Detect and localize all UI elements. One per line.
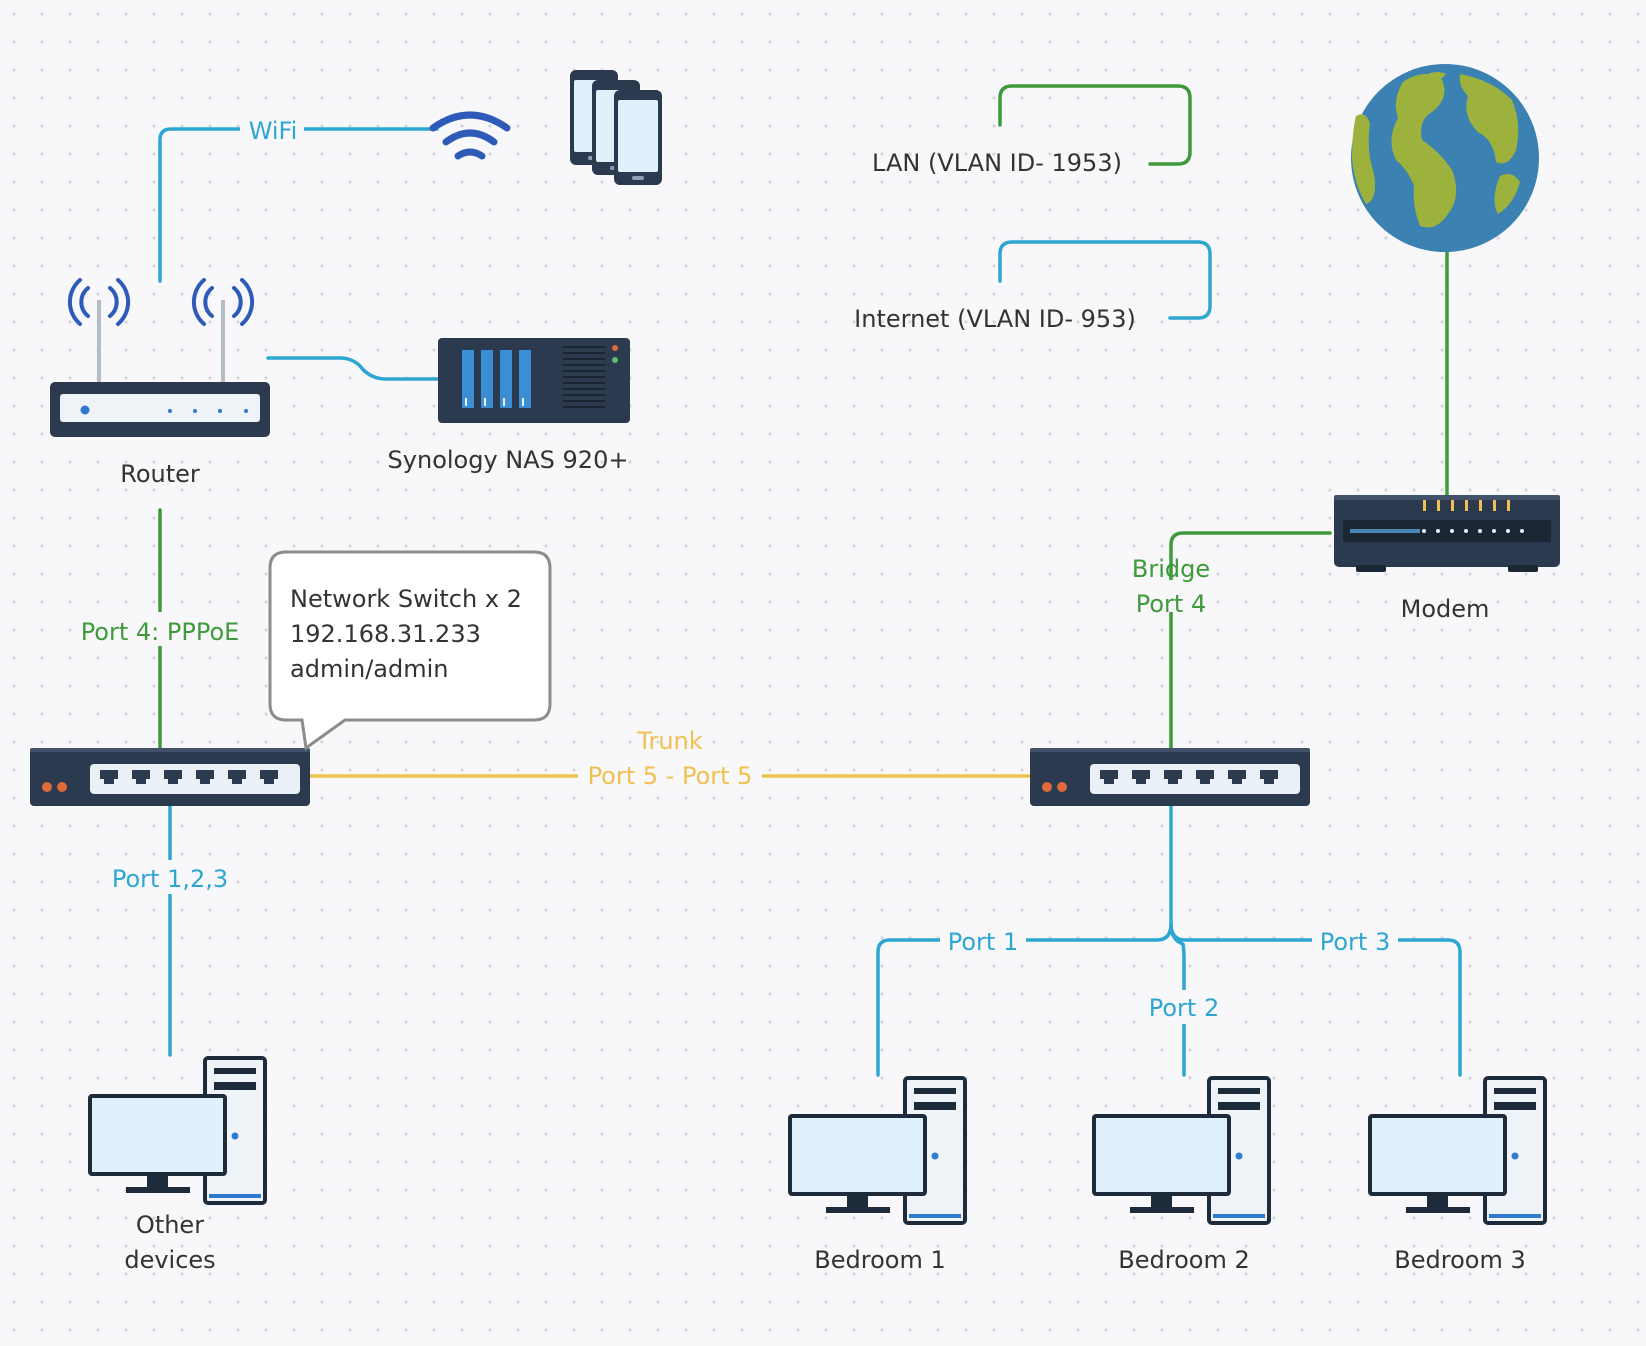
other-devices-label-line2: devices: [124, 1246, 215, 1274]
legend-lan-label: LAN (VLAN ID- 1953): [872, 149, 1122, 177]
modem-label: Modem: [1401, 595, 1490, 623]
port4-pppoe-label: Port 4: PPPoE: [81, 618, 240, 646]
legend-internet-label: Internet (VLAN ID- 953): [854, 305, 1136, 333]
pc-other-devices-icon: [88, 1056, 267, 1205]
mobile-devices-icon: [570, 70, 662, 185]
port123-label: Port 1,2,3: [112, 865, 228, 893]
pc-bedroom1-icon: [788, 1076, 967, 1225]
nas-label: Synology NAS 920+: [388, 446, 629, 474]
callout-line-1: Network Switch x 2: [290, 585, 522, 613]
pc-bedroom2-icon: [1092, 1076, 1271, 1225]
nas-icon: [438, 338, 630, 423]
legend-lan-line: [998, 84, 1192, 166]
other-devices-label-line1: Other: [136, 1211, 204, 1239]
router-nas-link: [266, 356, 442, 381]
switch-bedroom3-link: [1169, 922, 1462, 1077]
bedroom1-label: Bedroom 1: [814, 1246, 945, 1274]
router-label: Router: [120, 460, 200, 488]
legend-internet-line: [998, 240, 1212, 320]
callout-line-2: 192.168.31.233: [290, 620, 481, 648]
port1-label: Port 1: [948, 928, 1018, 956]
bedroom2-label: Bedroom 2: [1118, 1246, 1249, 1274]
bedroom3-label: Bedroom 3: [1394, 1246, 1525, 1274]
trunk-label-line1: Trunk: [636, 727, 702, 755]
switch-left-icon: [30, 748, 310, 806]
switch-right-icon: [1030, 748, 1310, 806]
router-icon: [50, 278, 270, 437]
wifi-link-label: WiFi: [249, 117, 298, 145]
bridge-label-line2: Port 4: [1136, 590, 1206, 618]
trunk-label-line2: Port 5 - Port 5: [588, 762, 753, 790]
callout-bubble: [268, 550, 552, 751]
wifi-link: [158, 127, 439, 283]
port3-label: Port 3: [1320, 928, 1390, 956]
modem-icon: [1334, 495, 1560, 572]
pc-bedroom3-icon: [1368, 1076, 1547, 1225]
bridge-label-line1: Bridge: [1132, 555, 1210, 583]
globe-icon: [1351, 64, 1539, 252]
wifi-icon: [429, 111, 511, 160]
callout-line-3: admin/admin: [290, 655, 448, 683]
port2-label: Port 2: [1149, 994, 1219, 1022]
bridge-link: [1169, 531, 1332, 750]
